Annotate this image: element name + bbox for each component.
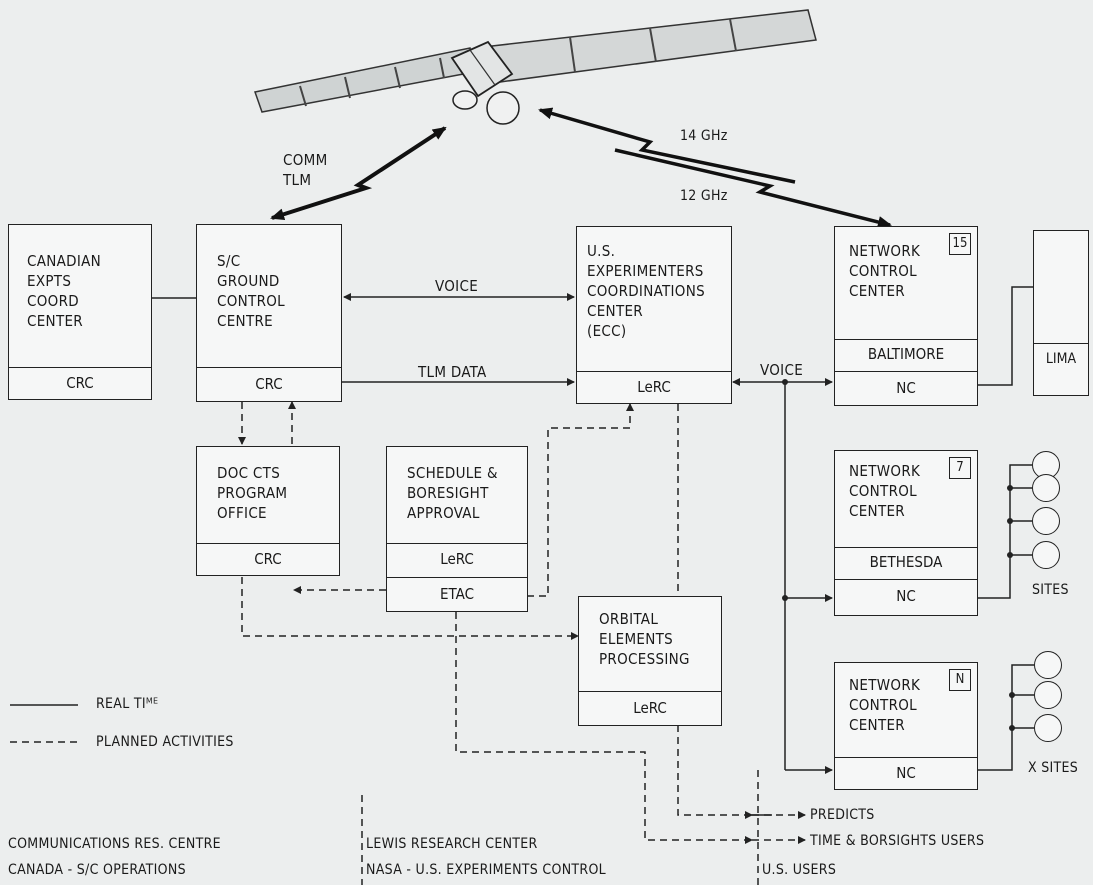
ncc-number: 15 [949,233,971,255]
satellite-icon [255,10,816,124]
box-org: NC [835,579,977,617]
site-circle [1034,714,1062,742]
sc-ground-control-box: S/C GROUND CONTROL CENTRE CRC [196,224,342,402]
footer-crc-line2: CANADA - S/C OPERATIONS [8,860,186,880]
schedule-approval-box: SCHEDULE & BORESIGHT APPROVAL LeRC ETAC [386,446,528,612]
tlm-data-label: TLM DATA [418,362,487,382]
box-title: NETWORK CONTROL CENTER [849,461,920,521]
box-location: BALTIMORE [835,339,977,371]
box-title: SCHEDULE & BORESIGHT APPROVAL [407,463,498,523]
footer-lerc-line1: LEWIS RESEARCH CENTER [366,834,538,854]
legend-planned: PLANNED ACTIVITIES [96,732,234,752]
box-org: NC [835,757,977,791]
site-circle [1032,474,1060,502]
footer-lerc-line2: NASA - U.S. EXPERIMENTS CONTROL [366,860,606,880]
box-org: LeRC [387,543,527,577]
box-org: CRC [9,367,151,401]
lima-label: LIMA [1034,343,1088,397]
doc-program-office-box: DOC CTS PROGRAM OFFICE CRC [196,446,340,576]
site-circle [1034,651,1062,679]
12ghz-label: 12 GHz [680,186,728,206]
x-sites-label: X SITES [1028,758,1078,778]
box-title: NETWORK CONTROL CENTER [849,241,920,301]
voice-net-label: VOICE [760,360,803,380]
footer-us-users: U.S. USERS [762,860,836,880]
site-circle [1032,541,1060,569]
ncc-n-box: NETWORK CONTROL CENTER N NC [834,662,978,790]
box-org: LeRC [579,691,721,727]
ncc-number: N [949,669,971,691]
comm-tlm-label: COMM TLM [283,150,328,190]
box-title: ORBITAL ELEMENTS PROCESSING [599,609,690,669]
box-location: BETHESDA [835,547,977,579]
site-circle [1034,681,1062,709]
box-org: CRC [197,543,339,577]
box-org: CRC [197,367,341,403]
x-sites-connector [977,665,1034,770]
footer-crc-line1: COMMUNICATIONS RES. CENTRE [8,834,221,854]
time-boresight-label: TIME & BORSIGHTS USERS [810,831,984,851]
site-circle [1032,507,1060,535]
lima-line [977,287,1033,385]
box-title: CANADIAN EXPTS COORD CENTER [27,251,101,331]
ncc-baltimore-box: NETWORK CONTROL CENTER 15 BALTIMORE NC [834,226,978,406]
box-org-2: ETAC [387,577,527,613]
orbital-processing-box: ORBITAL ELEMENTS PROCESSING LeRC [578,596,722,726]
box-title: NETWORK CONTROL CENTER [849,675,920,735]
sites-label: SITES [1032,580,1069,600]
ncc-number: 7 [949,457,971,479]
sites-connector [977,465,1032,598]
14ghz-label: 14 GHz [680,126,728,146]
box-org: LeRC [577,371,731,405]
predicts-label: PREDICTS [810,805,875,825]
voice-label: VOICE [435,276,478,296]
lima-box: LIMA [1033,230,1089,396]
box-title: U.S. EXPERIMENTERS COORDINATIONS CENTER … [587,241,705,341]
box-title: S/C GROUND CONTROL CENTRE [217,251,285,331]
ncc-bethesda-box: NETWORK CONTROL CENTER 7 BETHESDA NC [834,450,978,616]
box-org: NC [835,371,977,407]
ecc-box: U.S. EXPERIMENTERS COORDINATIONS CENTER … [576,226,732,404]
box-title: DOC CTS PROGRAM OFFICE [217,463,287,523]
canadian-coord-center-box: CANADIAN EXPTS COORD CENTER CRC [8,224,152,400]
legend-real-time: REAL TIᴹᴱ [96,694,158,714]
